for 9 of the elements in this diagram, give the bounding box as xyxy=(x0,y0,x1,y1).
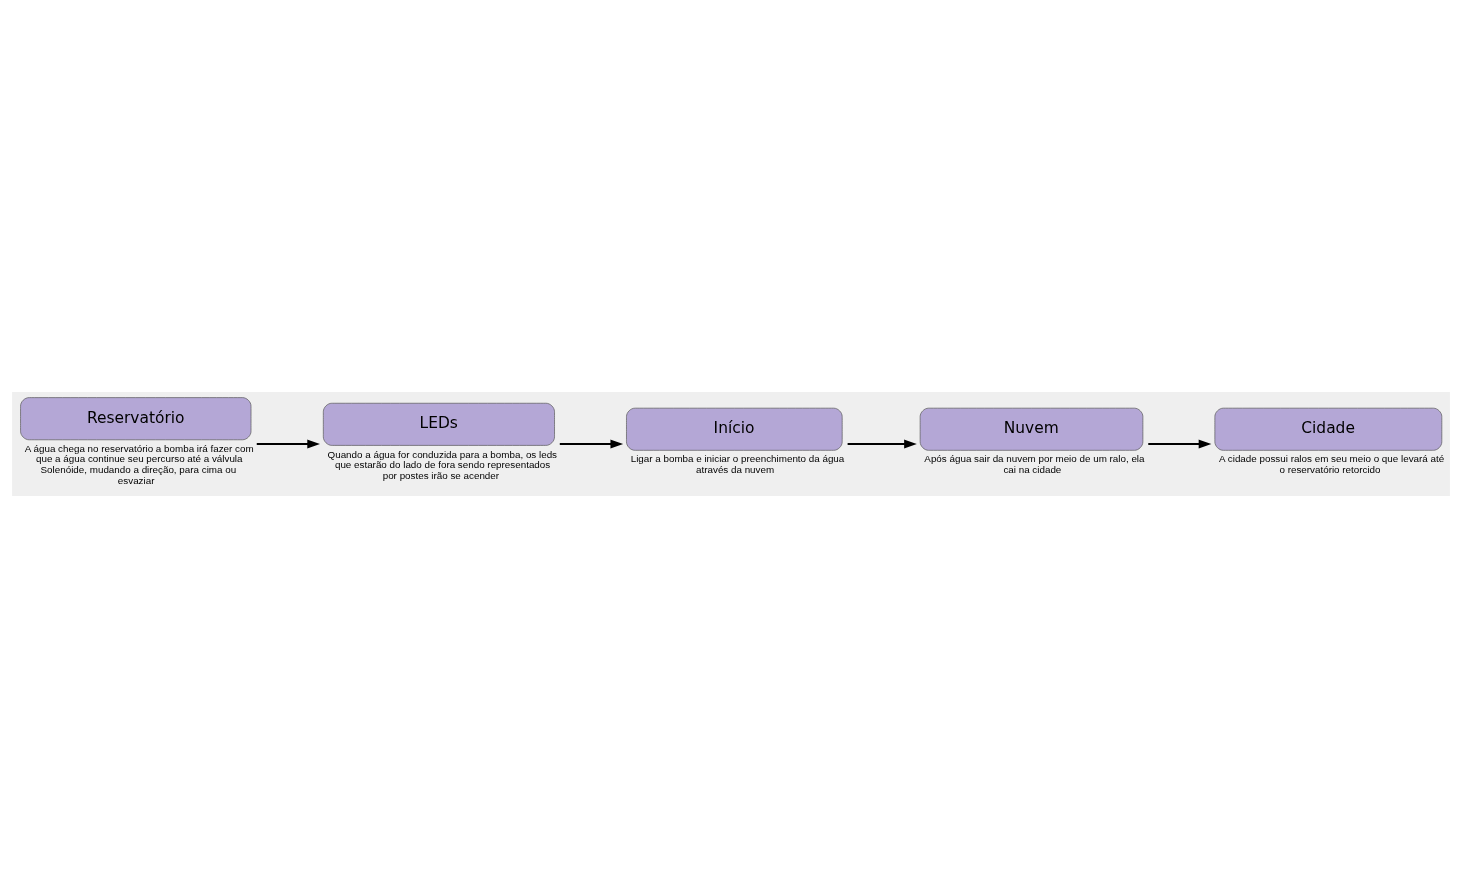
node-label: Quando a água for conduzida para a bomba, os leds que estarão do lado de fora sendo representados por postes irão se acender xyxy=(327,447,558,481)
arrow xyxy=(558,439,624,448)
node-label: Após água sair da nuvem por meio de um ralo, ela cai na cidade xyxy=(924,452,1145,475)
arrow xyxy=(1147,439,1212,448)
arrow xyxy=(846,439,917,448)
node-label: A água chega no reservatório a bomba irá fazer com que a água continue seu percurso até a válvula Solenóide, mudando a direção, para cima ou esvaziar xyxy=(24,442,254,485)
node-label: A cidade possui ralos em seu meio o que levará até o reservatório retorcido xyxy=(1219,452,1445,475)
node-label: Ligar a bomba e iniciar o preenchimento da água através da nuvem xyxy=(630,452,845,475)
arrow xyxy=(255,439,320,448)
